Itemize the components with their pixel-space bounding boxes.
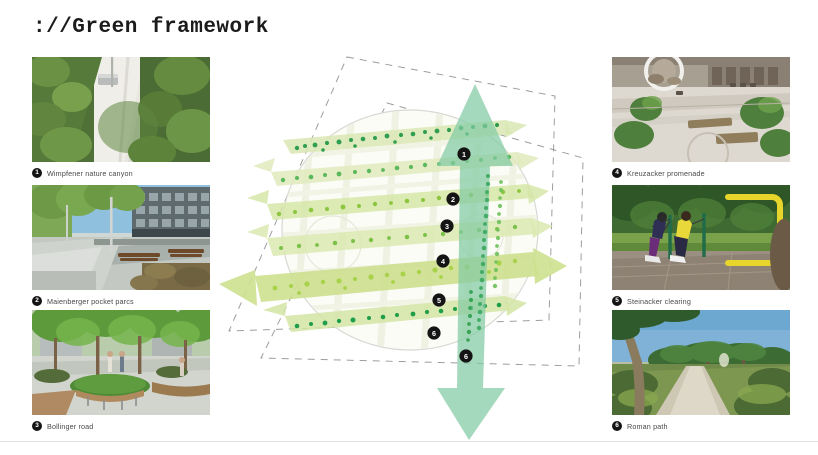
park-fitness-yellow-frame-art	[612, 185, 790, 290]
diagram-marker-6[interactable]: 6	[427, 326, 441, 340]
photo-caption-text-6: Roman path	[627, 421, 668, 431]
svg-text:6: 6	[432, 329, 436, 338]
diagram-markers[interactable]: 1 2 3 4 5	[427, 147, 473, 363]
street-buildings-benches-art	[32, 185, 210, 290]
diagram-marker-2[interactable]: 2	[446, 192, 460, 206]
photo-card-2[interactable]: 2 Maienberger pocket parcs	[32, 185, 210, 308]
photo-card-1[interactable]: 1 Wimpfener nature canyon	[32, 57, 210, 180]
svg-text:3: 3	[445, 222, 449, 231]
photo-caption-2: 2 Maienberger pocket parcs	[32, 294, 210, 308]
axis-tree-strings	[466, 174, 504, 342]
photo-thumbnail-1	[32, 57, 210, 162]
svg-text:2: 2	[451, 195, 455, 204]
photo-caption-3: 3 Bollinger road	[32, 419, 210, 433]
diagram-marker-5[interactable]: 5	[432, 293, 446, 307]
diagram-canvas: 1 2 3 4 5	[219, 56, 584, 440]
page-title: ://Green framework	[33, 16, 269, 39]
marker-badge-2: 2	[32, 296, 42, 306]
photo-card-6[interactable]: 6 Roman path	[612, 310, 790, 433]
photo-thumbnail-3	[32, 310, 210, 415]
diagram-marker-4[interactable]: 4	[436, 254, 450, 268]
plaza-trees-round-benches-art	[32, 310, 210, 415]
diagram-marker-axis-end[interactable]: 6	[459, 349, 473, 363]
dashed-site-perimeter-back	[228, 56, 556, 332]
photo-caption-1: 1 Wimpfener nature canyon	[32, 166, 210, 180]
photo-caption-text-4: Kreuzacker promenade	[627, 168, 705, 178]
marker-badge-6: 6	[612, 421, 622, 431]
north-south-green-axis-arrow	[437, 84, 513, 440]
photo-thumbnail-5	[612, 185, 790, 290]
svg-text:4: 4	[441, 257, 445, 266]
photo-thumbnail-6	[612, 310, 790, 415]
photo-card-4[interactable]: 4 Kreuzacker promenade	[612, 57, 790, 180]
pine-tree-gravel-path-art	[612, 310, 790, 415]
footer-divider	[0, 441, 818, 442]
photo-caption-4: 4 Kreuzacker promenade	[612, 166, 790, 180]
photo-caption-text-5: Steinacker clearing	[627, 296, 691, 306]
photo-card-5[interactable]: 5 Steinacker clearing	[612, 185, 790, 308]
photo-thumbnail-4	[612, 57, 790, 162]
photo-caption-text-1: Wimpfener nature canyon	[47, 168, 133, 178]
diagram-marker-1[interactable]: 1	[457, 147, 471, 161]
photo-card-3[interactable]: 3 Bollinger road	[32, 310, 210, 433]
green-framework-diagram[interactable]: 1 2 3 4 5	[205, 48, 605, 448]
marker-badge-5: 5	[612, 296, 622, 306]
photo-thumbnail-2	[32, 185, 210, 290]
svg-text:6: 6	[464, 352, 468, 361]
svg-text:5: 5	[437, 296, 441, 305]
photo-caption-6: 6 Roman path	[612, 419, 790, 433]
marker-badge-1: 1	[32, 168, 42, 178]
svg-text:1: 1	[462, 150, 466, 159]
photo-caption-text-3: Bollinger road	[47, 421, 94, 431]
photo-caption-5: 5 Steinacker clearing	[612, 294, 790, 308]
photo-caption-text-2: Maienberger pocket parcs	[47, 296, 134, 306]
aerial-path-vegetation-art	[32, 57, 210, 162]
aerial-plaza-circle-art	[612, 57, 790, 162]
marker-badge-3: 3	[32, 421, 42, 431]
marker-badge-4: 4	[612, 168, 622, 178]
diagram-marker-3[interactable]: 3	[440, 219, 454, 233]
